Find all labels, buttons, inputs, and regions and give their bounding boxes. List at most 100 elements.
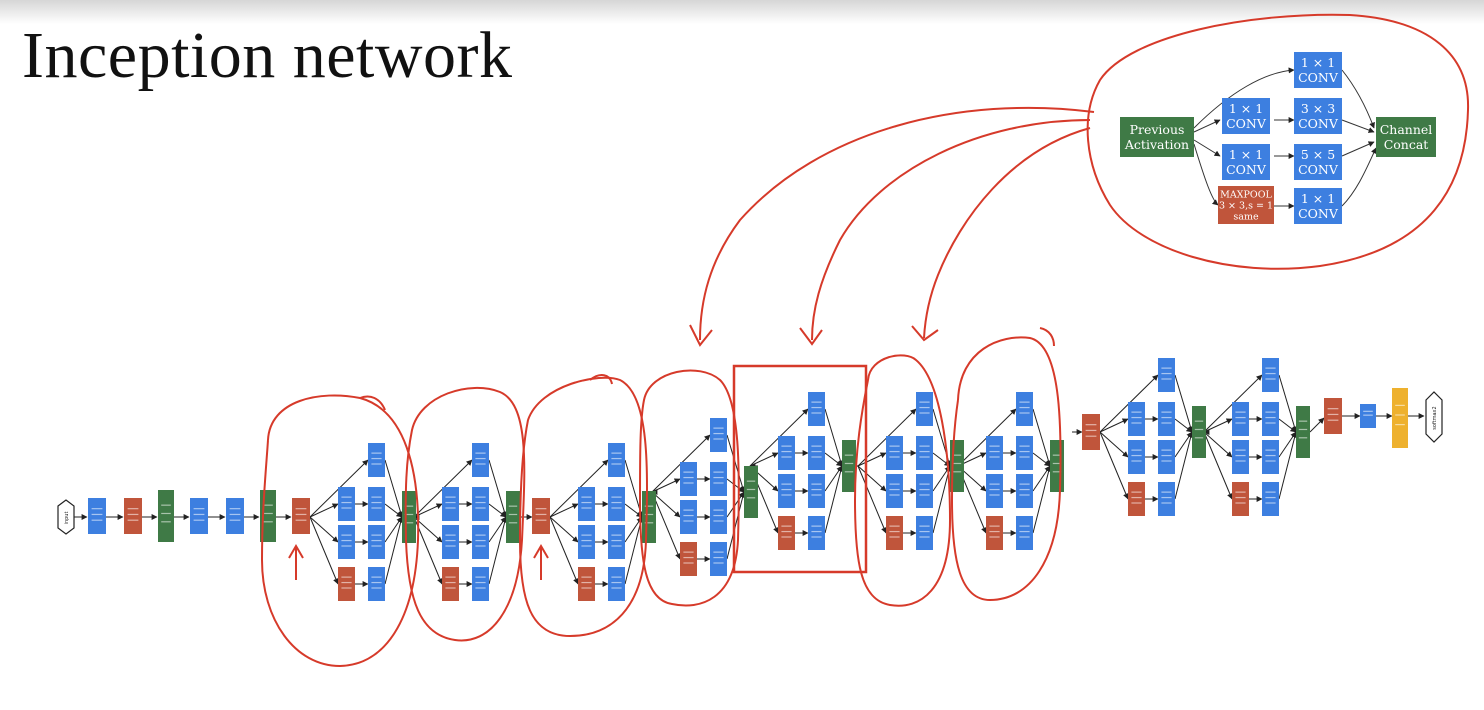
network-edge	[384, 516, 404, 585]
module-concat-block	[506, 491, 520, 543]
network-edge	[309, 516, 339, 585]
network-edge	[651, 491, 681, 560]
module-branch-block	[808, 474, 825, 508]
module-label: 3 × 3	[1301, 101, 1335, 116]
module-concat-block	[744, 466, 758, 518]
module-branch-block	[778, 436, 795, 470]
network-edge	[1174, 374, 1194, 433]
module-branch-block	[1262, 482, 1279, 516]
module-branch-block	[680, 542, 697, 576]
module-edge	[1193, 139, 1221, 157]
annotation-stroke	[923, 127, 1091, 339]
module-branch-block	[886, 516, 903, 550]
module-label: Previous	[1130, 122, 1185, 137]
module-branch-block	[608, 567, 625, 601]
stem-block	[190, 498, 208, 534]
network-edge	[824, 465, 843, 492]
network-edge	[1203, 431, 1233, 500]
network-edge	[1278, 431, 1298, 500]
stem-block	[88, 498, 106, 534]
stem-block	[124, 498, 142, 534]
module-label: CONV	[1298, 206, 1339, 221]
network-edge	[1032, 408, 1052, 467]
network-edge	[651, 491, 681, 518]
module-branch-block	[578, 567, 595, 601]
network-edge	[1174, 431, 1193, 458]
module-branch-block	[1016, 516, 1033, 550]
network-edge	[549, 503, 579, 518]
module-concat-block	[402, 491, 416, 543]
network-edge	[309, 516, 339, 543]
network-edge	[824, 452, 843, 467]
stem-block	[292, 498, 310, 534]
module-branch-block	[1158, 402, 1175, 436]
module-branch-block	[710, 462, 727, 496]
network-edge	[857, 465, 887, 534]
module-label: same	[1233, 211, 1259, 222]
module-branch-block	[886, 436, 903, 470]
network-edge	[1278, 431, 1297, 458]
module-branch-block	[886, 474, 903, 508]
module-branch-block	[916, 392, 933, 426]
pool-block	[532, 498, 550, 534]
module-branch-block	[472, 525, 489, 559]
module-label: CONV	[1226, 162, 1267, 177]
module-branch-block	[368, 443, 385, 477]
network-edge	[488, 516, 508, 585]
network-edges	[74, 374, 1425, 587]
module-branch-block	[368, 525, 385, 559]
module-concat-block	[1296, 406, 1310, 458]
slide-title: Inception network	[22, 19, 513, 92]
module-branch-block	[808, 392, 825, 426]
pool-block	[1082, 414, 1100, 450]
module-label: CONV	[1298, 162, 1339, 177]
module-label: CONV	[1298, 116, 1339, 131]
annotation-up-arrow	[533, 544, 549, 580]
module-label: CONV	[1226, 116, 1267, 131]
output-node: softmax2	[1425, 391, 1443, 443]
network-edge	[309, 503, 339, 518]
module-edge	[1341, 147, 1377, 207]
module-label: 1 × 1	[1301, 55, 1335, 70]
module-label: Activation	[1124, 137, 1189, 152]
module-branch-block	[472, 487, 489, 521]
module-edge	[1341, 141, 1375, 157]
module-branch-block	[442, 567, 459, 601]
module-branch-block	[710, 418, 727, 452]
module-branch-block	[472, 443, 489, 477]
module-label: 5 × 5	[1301, 147, 1335, 162]
network-edge	[488, 459, 508, 518]
module-edge	[1193, 119, 1221, 133]
module-label: Channel	[1380, 122, 1433, 137]
softmax-activation-block	[1392, 388, 1408, 448]
module-branch-block	[1016, 392, 1033, 426]
module-label: Concat	[1384, 137, 1429, 152]
network-edge	[1203, 418, 1233, 433]
highlight-rectangle	[732, 364, 868, 574]
network-edge	[1174, 431, 1194, 500]
network-edge	[1203, 431, 1233, 458]
network-edge	[1099, 431, 1129, 458]
input-label: input	[64, 512, 70, 525]
module-branch-block	[916, 516, 933, 550]
annotation-stroke	[404, 387, 526, 642]
annotation-stroke	[1086, 13, 1470, 270]
module-branch-block	[1128, 402, 1145, 436]
network-edge	[857, 452, 887, 467]
network-edge	[384, 503, 403, 518]
network-edge	[384, 459, 404, 518]
network-edge	[549, 516, 579, 543]
network-edge	[1032, 465, 1052, 534]
module-branch-block	[680, 500, 697, 534]
network-edge	[384, 516, 403, 543]
module-branch-block	[338, 567, 355, 601]
module-branch-block	[442, 525, 459, 559]
network-edge	[726, 478, 745, 493]
module-branch-block	[442, 487, 459, 521]
final-pool-block	[1324, 398, 1342, 434]
network-edge	[932, 465, 952, 534]
module-branch-block	[608, 487, 625, 521]
